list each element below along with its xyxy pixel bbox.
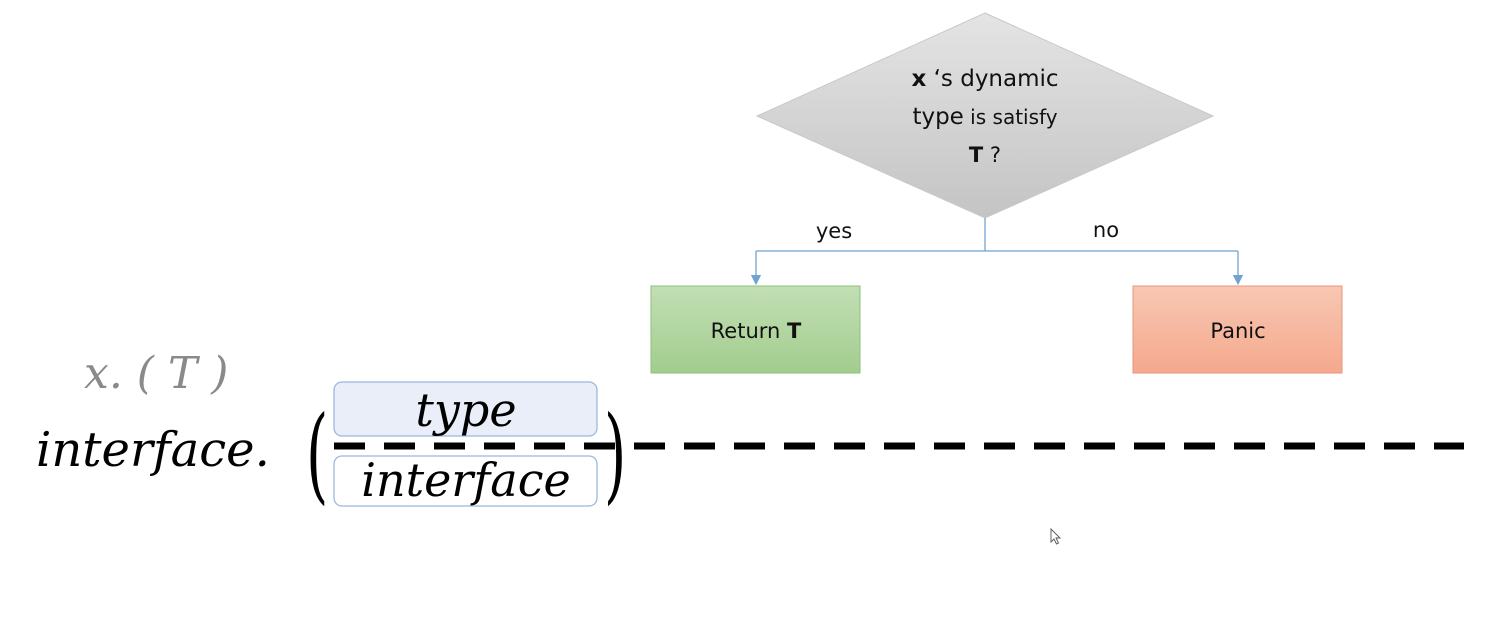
decision-diamond: x ‘s dynamic type is satisfy T ? xyxy=(755,12,1215,219)
decision-line-1: x ‘s dynamic xyxy=(911,66,1058,92)
panic-box: Panic xyxy=(1132,285,1343,374)
denominator-interface: interface xyxy=(361,453,570,507)
no-label: no xyxy=(1093,218,1119,242)
decision-line-2: type is satisfy xyxy=(912,104,1057,130)
return-t-label: Return T xyxy=(711,319,802,343)
return-t-box: Return T xyxy=(650,285,861,374)
branch-connectors xyxy=(750,218,1244,286)
open-paren: ( xyxy=(306,393,328,514)
type-assertion-text: x. ( T ) xyxy=(84,348,228,399)
interface-prefix: interface. xyxy=(36,422,270,478)
panic-label: Panic xyxy=(1210,319,1265,343)
numerator-term: type xyxy=(333,381,598,437)
decision-line-3: T ? xyxy=(969,143,1001,167)
mouse-cursor-icon xyxy=(1050,527,1062,545)
numerator-type: type xyxy=(415,383,516,437)
yes-label: yes xyxy=(816,219,852,243)
denominator-term: interface xyxy=(333,453,598,507)
close-paren: ) xyxy=(604,393,626,514)
